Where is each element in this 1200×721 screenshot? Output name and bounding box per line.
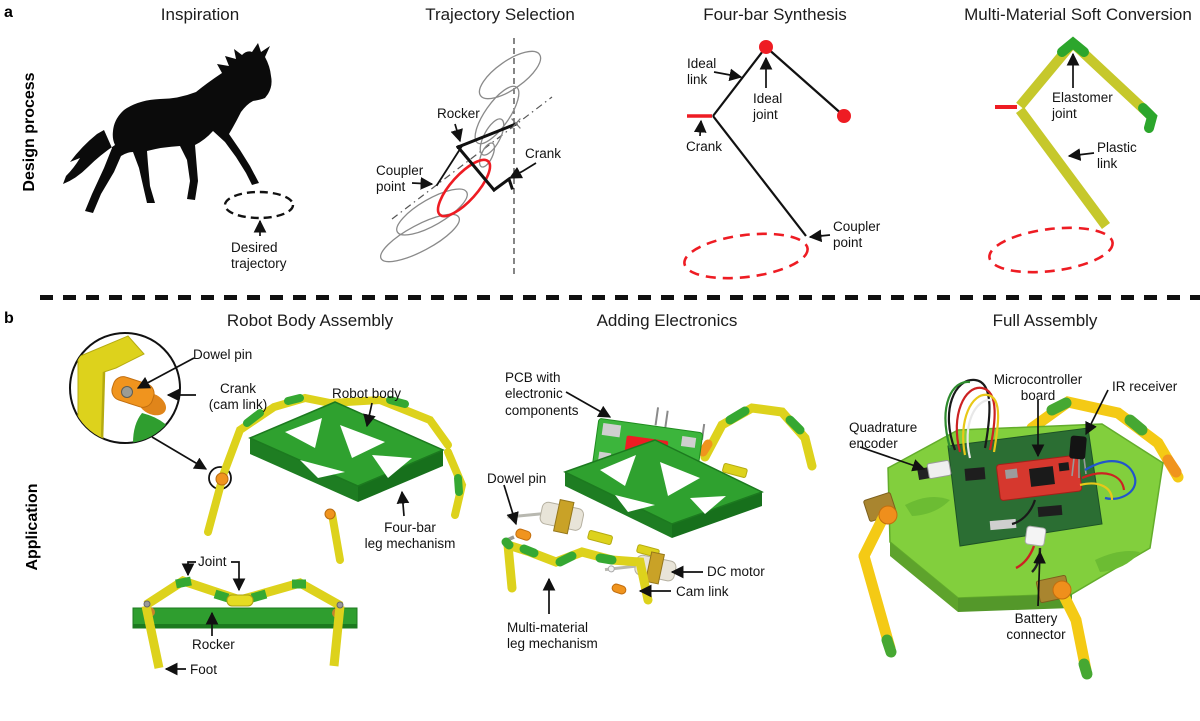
dowel-pin-arrow <box>503 484 519 526</box>
robot-body-assembly-graphic <box>69 332 467 676</box>
label-joint: Joint <box>198 554 227 569</box>
dowel-pin <box>121 386 133 398</box>
label-cam-link: Cam link <box>676 584 729 599</box>
robot-body-arrow <box>363 402 376 428</box>
quadrature-encoder <box>917 460 952 480</box>
coupler-point-arrow <box>411 177 434 190</box>
microcontroller-board <box>996 454 1083 501</box>
joint-bracket-right-arrow <box>231 561 246 592</box>
cam-link-right <box>611 583 627 595</box>
quadrature-encoder-arrow <box>859 446 926 472</box>
ir-receiver <box>1069 435 1087 478</box>
row-label-design-process: Design process <box>21 72 38 192</box>
leg-arch-top <box>1026 396 1184 483</box>
title-adding-electronics: Adding Electronics <box>596 311 738 330</box>
plastic-links <box>1015 42 1154 229</box>
ir-receiver-arrow <box>1085 389 1109 436</box>
plastic-link-arrow <box>1067 148 1095 161</box>
label-dc-motor: DC motor <box>707 564 765 579</box>
title-trajectory-selection: Trajectory Selection <box>425 5 575 24</box>
dowel-pin-arrow <box>136 357 195 389</box>
label-foot: Foot <box>190 662 218 677</box>
four-bar-leg-arrow <box>396 490 410 517</box>
four-bar-synthesis-graphic <box>683 40 851 280</box>
pcb-arrow <box>565 391 612 418</box>
wires <box>944 378 1137 526</box>
full-assembly-photo <box>858 378 1184 680</box>
joint-bracket-left-arrow <box>181 561 196 577</box>
row-divider-dashed-line <box>40 295 1200 300</box>
selected-trajectory-ellipse <box>436 158 492 218</box>
row-label-application: Application <box>24 483 41 571</box>
label-crank: Crank <box>686 139 723 154</box>
sketch-linkage <box>435 118 521 193</box>
leg-side-view <box>132 576 358 669</box>
desired-trajectory-ellipse <box>223 190 295 220</box>
title-full-assembly: Full Assembly <box>992 311 1098 330</box>
multi-material-leg <box>501 537 653 605</box>
title-four-bar-synthesis: Four-bar Synthesis <box>703 5 847 24</box>
robot-chassis <box>563 439 764 558</box>
title-inspiration: Inspiration <box>160 5 240 24</box>
trajectory-selection-graphic <box>380 38 553 278</box>
leg-mechanisms <box>204 393 452 536</box>
horse-silhouette <box>63 43 272 213</box>
inset-pointer-arrow <box>151 436 208 470</box>
adding-electronics-graphic <box>501 391 817 614</box>
elastomer-joint-tip <box>1138 103 1158 133</box>
ideal-linkage <box>712 46 845 237</box>
crank-cam-nub <box>215 472 229 486</box>
construction-dashdot-line <box>391 96 553 220</box>
candidate-trajectory-curves <box>380 50 542 263</box>
panel-letter-a: a <box>4 4 13 21</box>
robot-chassis <box>248 401 445 502</box>
label-ir-receiver: IR receiver <box>1112 379 1178 394</box>
label-crank: Crank <box>525 146 562 161</box>
ideal-joint-dot-2 <box>837 109 851 123</box>
ideal-link-arrow <box>713 68 743 82</box>
hip-joint-right <box>1052 580 1072 600</box>
cam-link-left <box>515 528 532 541</box>
ideal-joint-dot <box>759 40 773 54</box>
coupler-point-arrow <box>808 229 831 243</box>
hip-joint-left <box>878 505 898 525</box>
rocker-arrow <box>450 123 463 143</box>
attached-leg-arch <box>698 403 817 471</box>
crank-cam-nub-2 <box>324 508 336 520</box>
label-dowel-pin: Dowel pin <box>193 347 253 362</box>
label-robot-body: Robot body <box>332 386 402 401</box>
label-rocker: Rocker <box>437 106 480 121</box>
label-crank-cam-link: Crank(cam link) <box>208 381 268 413</box>
title-soft-conversion: Multi-Material Soft Conversion <box>964 5 1192 24</box>
coupler-trajectory-dashed-ellipse <box>683 232 809 280</box>
label-rocker-side: Rocker <box>192 637 235 652</box>
label-dowel-pin-electronics: Dowel pin <box>487 471 547 486</box>
coupler-trajectory-dashed-ellipse <box>988 226 1114 274</box>
crank-arrow <box>693 119 707 137</box>
panel-letter-b: b <box>4 310 14 327</box>
soft-conversion-graphic <box>988 36 1158 274</box>
elastomer-joint-apex <box>1057 36 1089 57</box>
title-robot-body-assembly: Robot Body Assembly <box>226 311 394 330</box>
battery-connector-arrow <box>1033 550 1046 607</box>
leg-mechanisms-front <box>328 448 467 564</box>
crank-arrow <box>508 162 537 179</box>
inspiration-graphic <box>63 43 295 236</box>
